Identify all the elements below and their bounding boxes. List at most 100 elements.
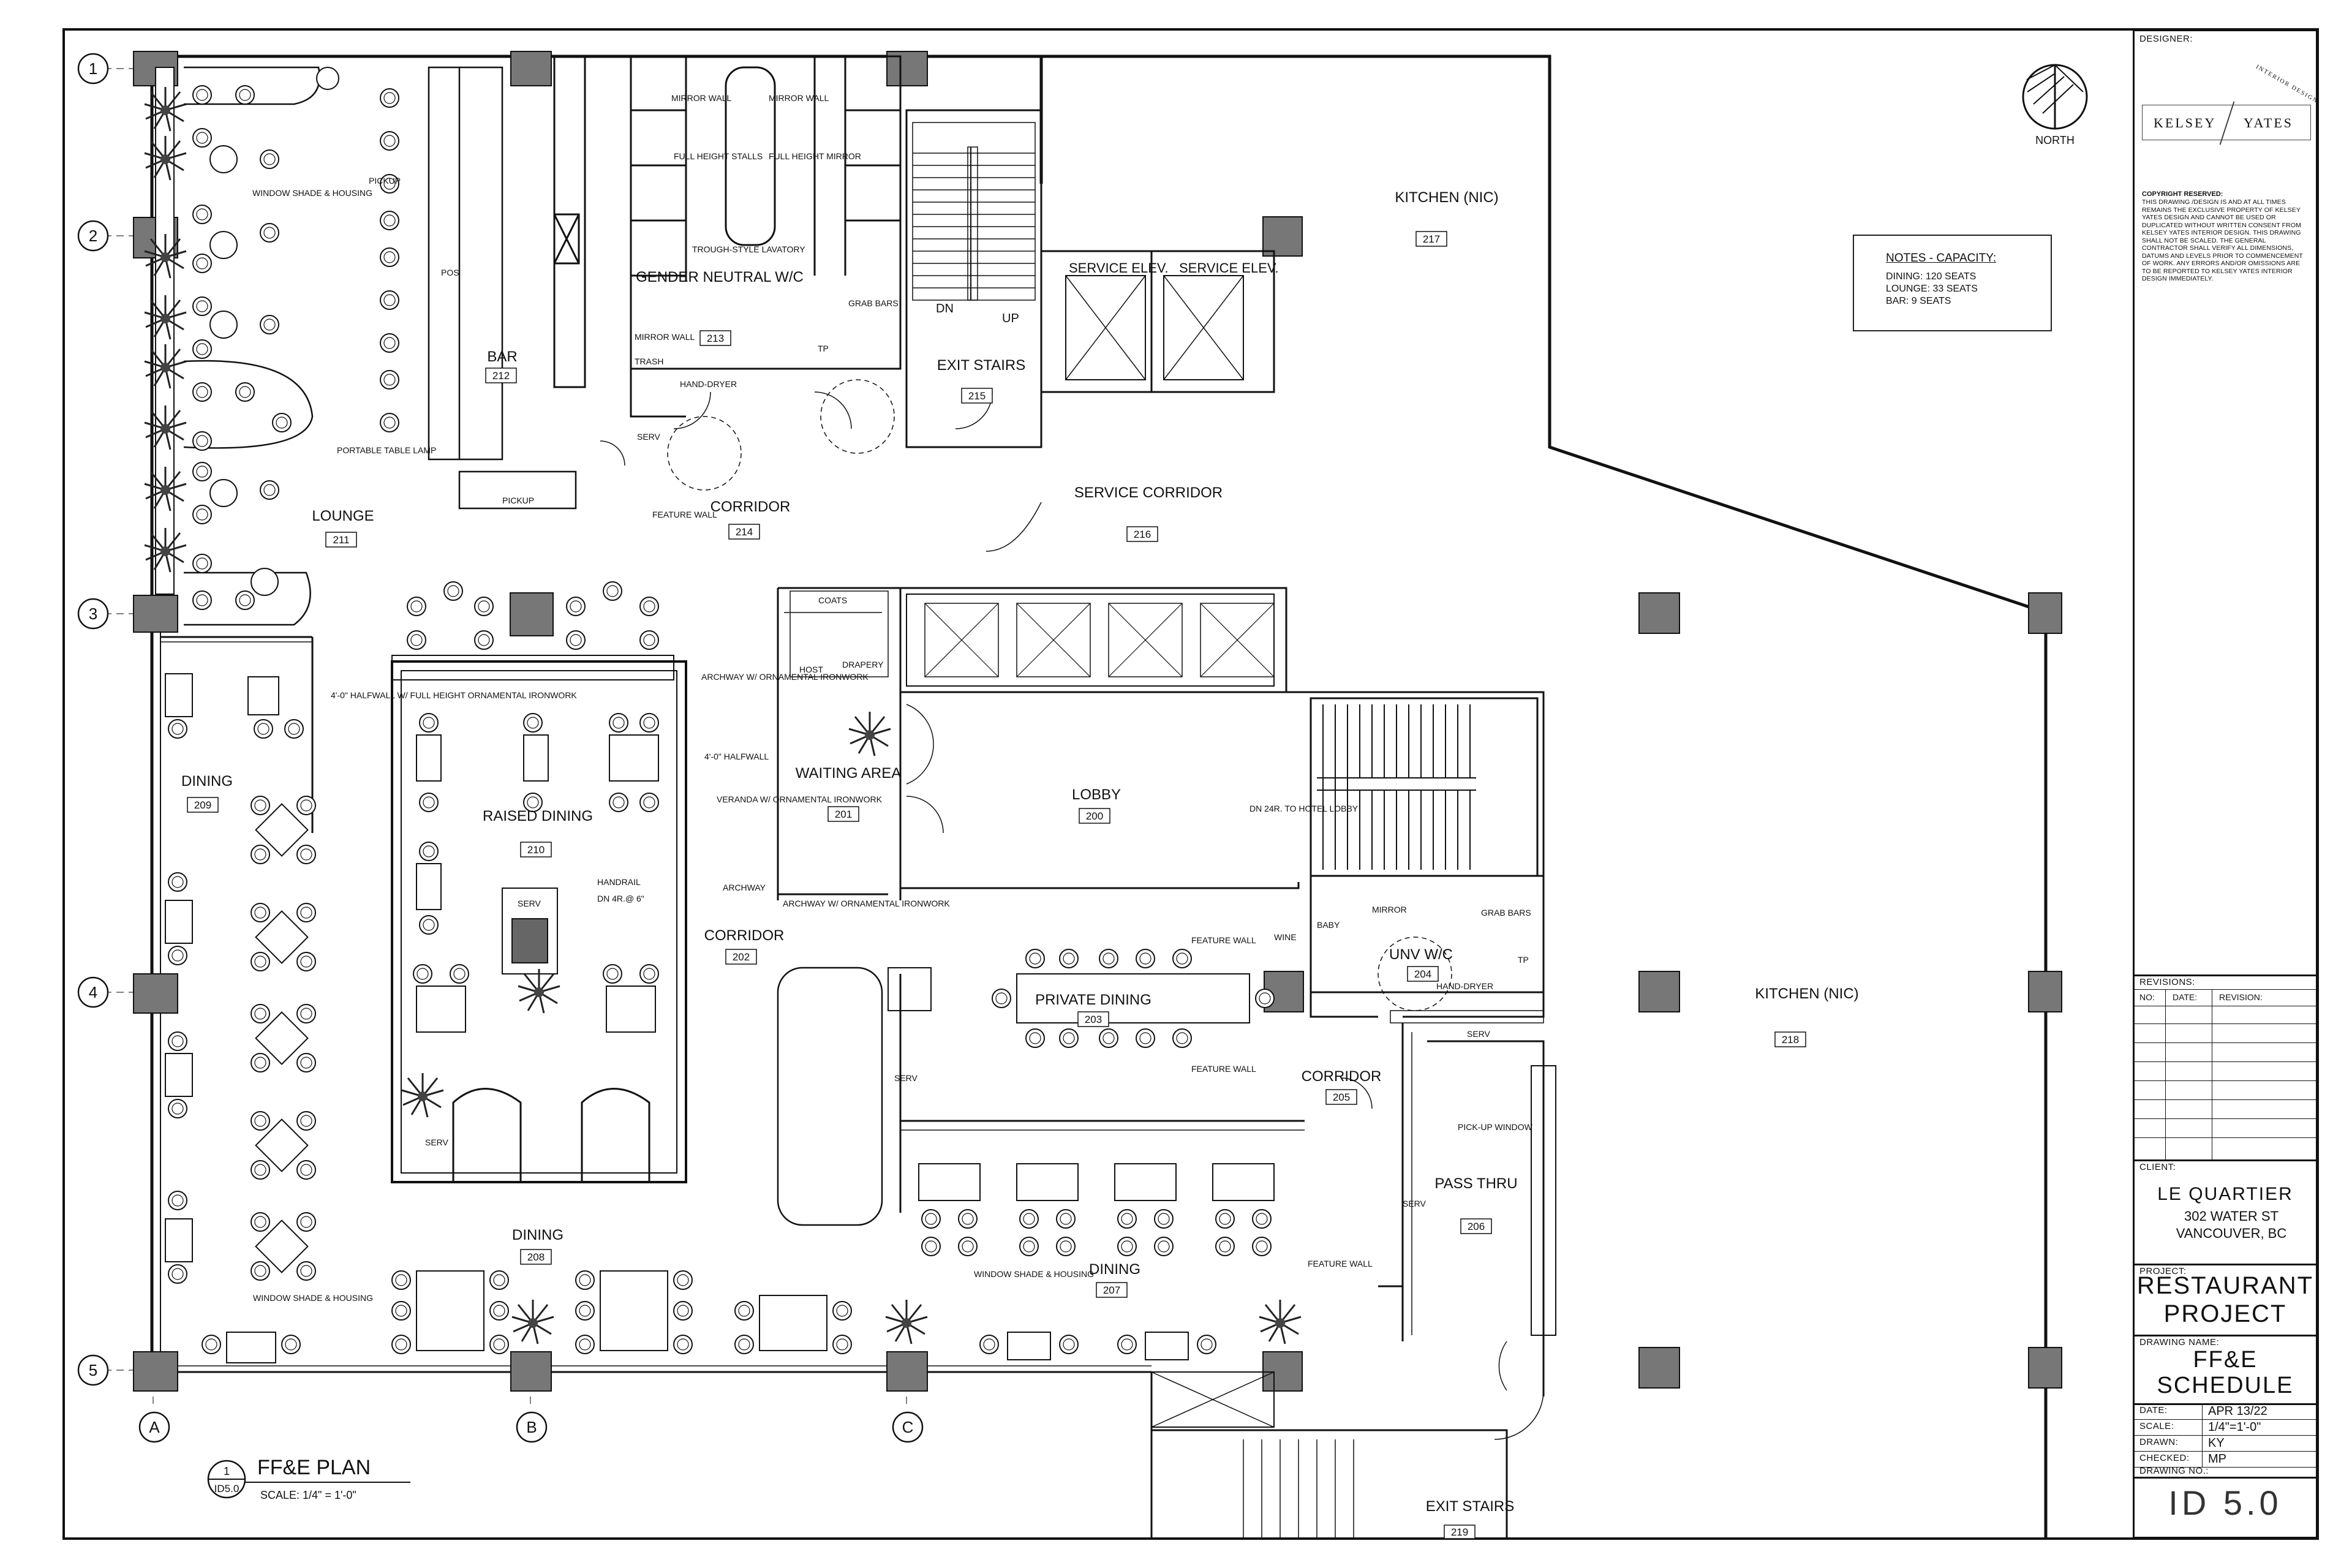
svg-text:DN 4R.@ 6": DN 4R.@ 6" [597,894,644,903]
drawn-label: DRAWN: [2139,1437,2179,1447]
svg-text:CORRIDOR: CORRIDOR [704,927,785,944]
svg-text:201: 201 [835,809,852,820]
project-line2: PROJECT [2163,1300,2287,1327]
grid-label: 3 [89,605,97,623]
notes-line: DINING: 120 SEATS [1886,271,1977,282]
svg-text:HAND-DRYER: HAND-DRYER [680,379,737,389]
drawing-meta: DATE: APR 13/22 SCALE: 1/4"=1'-0" DRAWN:… [2135,1403,2316,1479]
client-city: VANCOUVER, BC [2176,1226,2287,1241]
svg-text:211: 211 [333,534,349,546]
svg-text:217: 217 [1423,233,1440,245]
svg-text:PRIVATE DINING: PRIVATE DINING [1035,992,1152,1008]
svg-text:SERV: SERV [425,1137,449,1147]
svg-text:HANDRAIL: HANDRAIL [597,877,641,887]
svg-text:218: 218 [1782,1034,1799,1046]
svg-text:209: 209 [194,799,211,811]
svg-text:DRAPERY: DRAPERY [842,660,884,669]
scale-value: 1/4"=1'-0" [2208,1420,2261,1434]
svg-text:BABY: BABY [1317,920,1340,930]
interior-walls [160,587,1545,1183]
drawing-name-line2: SCHEDULE [2157,1373,2294,1398]
title-block: DESIGNER: KELSEY YATES INTERIOR DESIGN C… [2133,29,2320,1539]
svg-text:KITCHEN (NIC): KITCHEN (NIC) [1395,189,1498,206]
service-elevator-label: SERVICE ELEV. [1069,260,1169,276]
svg-text:WAITING AREA: WAITING AREA [796,765,901,782]
grid-bubble-row: 1 [77,53,109,85]
room-unv-wc: UNV W/C 204 [1389,946,1453,982]
svg-text:203: 203 [1085,1014,1102,1025]
svg-text:214: 214 [736,526,753,538]
svg-text:207: 207 [1103,1284,1120,1296]
project-label: PROJECT: [2139,1266,2187,1276]
svg-text:PORTABLE TABLE LAMP: PORTABLE TABLE LAMP [337,445,436,455]
room-private-dining: PRIVATE DINING 203 [1035,992,1152,1027]
room-corridor-202: CORRIDOR 202 [704,927,785,965]
designer-label: DESIGNER: [2139,34,2193,44]
svg-text:CORRIDOR: CORRIDOR [710,499,791,515]
grid-bubbles: 1 2 3 4 5 A B C [77,53,924,1443]
grid-label: 5 [89,1361,97,1379]
svg-text:TP: TP [1518,955,1529,965]
room-dining-207: DINING 207 [1089,1261,1140,1298]
svg-text:219: 219 [1451,1526,1468,1538]
room-pass-thru: PASS THRU 206 [1434,1175,1518,1234]
svg-text:KITCHEN (NIC): KITCHEN (NIC) [1755,986,1858,1002]
scale-label: SCALE: [2139,1421,2174,1431]
svg-text:DN: DN [936,302,954,315]
svg-text:PICKUP: PICKUP [502,496,534,505]
svg-text:TROUGH-STYLE LAVATORY: TROUGH-STYLE LAVATORY [692,244,805,254]
svg-text:SERVICE CORRIDOR: SERVICE CORRIDOR [1074,484,1223,501]
svg-text:DINING: DINING [181,773,233,790]
svg-text:SERV: SERV [518,899,541,908]
room-labels: LOUNGE 211 BAR 212 GENDER NEUTRAL W/C 21… [181,189,1859,1539]
designer-logo: KELSEY YATES INTERIOR DESIGN [2142,64,2320,145]
svg-text:FEATURE WALL: FEATURE WALL [1191,935,1256,945]
plan-title: 1 ID5.0 FF&E PLAN SCALE: 1/4" = 1'-0" [207,1456,410,1501]
svg-text:4'-0" HALFWALL W/ FULL HEIGHT: 4'-0" HALFWALL W/ FULL HEIGHT ORNAMENTAL… [331,690,577,700]
notes-line: LOUNGE: 33 SEATS [1886,284,1978,294]
svg-text:POS: POS [441,268,459,277]
drawing-name-section: DRAWING NAME: FF&E SCHEDULE [2135,1335,2316,1405]
plan-title-num: 1 [224,1465,230,1477]
svg-text:GRAB BARS: GRAB BARS [848,298,899,308]
svg-text:VERANDA W/ ORNAMENTAL IRONWORK: VERANDA W/ ORNAMENTAL IRONWORK [717,794,883,804]
drawing-name-line1: FF&E [2193,1347,2258,1373]
svg-text:DINING: DINING [1089,1261,1140,1278]
svg-text:ARCHWAY W/ ORNAMENTAL IRONWORK: ARCHWAY W/ ORNAMENTAL IRONWORK [783,899,950,908]
logo-left: KELSEY [2154,115,2217,130]
svg-text:FEATURE WALL: FEATURE WALL [652,510,717,519]
lounge-booths [183,66,320,626]
rev-header: NO: [2139,992,2155,1002]
svg-text:GENDER NEUTRAL W/C: GENDER NEUTRAL W/C [636,269,804,285]
grid-label: C [902,1418,914,1436]
svg-text:208: 208 [527,1251,545,1263]
svg-text:PASS THRU: PASS THRU [1434,1175,1517,1192]
diamond-table [251,796,316,864]
room-waiting-area: WAITING AREA 201 [796,765,901,822]
svg-text:SERV: SERV [1467,1029,1491,1039]
svg-text:ARCHWAY: ARCHWAY [723,883,766,892]
svg-text:GRAB BARS: GRAB BARS [1481,908,1531,918]
svg-text:DINING: DINING [512,1227,564,1243]
corridor-bar-tables [918,1163,1275,1256]
svg-text:COATS: COATS [818,595,847,605]
client-name: LE QUARTIER [2157,1184,2293,1204]
svg-text:FEATURE WALL: FEATURE WALL [1191,1064,1256,1074]
revisions-label: REVISIONS: [2139,977,2195,987]
capacity-notes: NOTES - CAPACITY: DINING: 120 SEATS LOUN… [1853,235,2052,331]
lounge-furniture [192,67,339,610]
elevator-labels: SERVICE ELEV. SERVICE ELEV. [1069,260,1279,276]
grid-label: 4 [89,983,97,1001]
annotations: PICKUP POS PICKUP WINDOW SHADE & HOUSING… [252,93,1533,1303]
svg-text:UP: UP [1002,312,1019,325]
svg-text:LOUNGE: LOUNGE [312,508,374,524]
svg-text:SERV: SERV [894,1073,918,1083]
svg-text:215: 215 [968,390,986,402]
svg-text:EXIT STAIRS: EXIT STAIRS [937,357,1025,374]
door-swings [600,379,1544,1440]
grid-label: B [526,1418,537,1436]
client-label: CLIENT: [2139,1162,2176,1172]
north-arrow-icon: NORTH [2022,64,2088,146]
svg-text:WINE: WINE [1274,932,1297,942]
